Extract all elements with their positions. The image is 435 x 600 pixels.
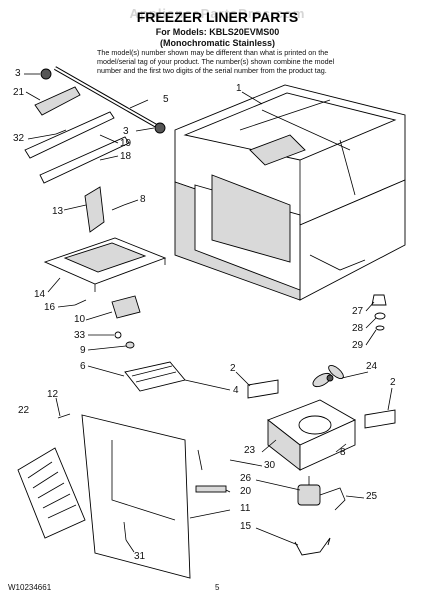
callout-2-right: 2 [390, 377, 396, 388]
callout-8-upper: 8 [140, 194, 146, 205]
screw-part-c [74, 299, 87, 306]
lamp-housing-part [111, 295, 141, 319]
drawer-frame-part [43, 237, 167, 292]
washer-part [375, 325, 385, 331]
screw-part-b [111, 204, 125, 211]
callout-16: 16 [44, 302, 56, 313]
gear-part-b [154, 122, 166, 134]
rail-rod-part [54, 66, 161, 130]
screw-part-d [57, 413, 71, 419]
fan-housing-part [267, 399, 356, 471]
callout-4: 4 [233, 385, 239, 396]
callout-1: 1 [236, 83, 242, 94]
insulation-strip-part [195, 485, 227, 493]
motor-bracket-part [294, 537, 331, 556]
fan-blade-part [312, 365, 344, 388]
model-note: The model(s) number shown may be differe… [97, 48, 379, 75]
screw-part-a [55, 129, 67, 135]
damper-knob-part [371, 294, 387, 306]
callout-8-lower: 8 [340, 447, 346, 458]
callout-21: 21 [13, 87, 25, 98]
callout-12: 12 [47, 389, 59, 400]
fan-motor-part [297, 476, 346, 511]
lower-slide-rail-part [39, 136, 130, 184]
callout-30: 30 [264, 460, 276, 471]
callout-24: 24 [366, 361, 378, 372]
lamp-socket-part [114, 331, 122, 339]
page-title: FREEZER LINER PARTS [136, 9, 299, 25]
callout-28: 28 [352, 323, 364, 334]
drain-tube-part [197, 449, 203, 471]
callout-27: 27 [352, 306, 364, 317]
callout-23: 23 [244, 445, 256, 456]
callout-22: 22 [18, 405, 30, 416]
callout-25: 25 [366, 491, 378, 502]
callout-10: 10 [74, 314, 86, 325]
model-number-line: For Models: KBLS20EVMS00 [155, 27, 280, 37]
callout-13: 13 [52, 206, 64, 217]
slide-bracket-part [34, 86, 81, 116]
callout-2-left: 2 [230, 363, 236, 374]
rear-panel-part [81, 414, 191, 579]
callout-18: 18 [120, 151, 132, 162]
lamp-cover-part [124, 361, 186, 392]
callout-3-right: 3 [123, 126, 129, 137]
model-info: For Models: KBLS20EVMS00 (Monochromatic … [0, 27, 435, 49]
callout-9: 9 [80, 345, 86, 356]
note-line-2: model/serial tag of your product. The nu… [97, 57, 335, 66]
callout-6: 6 [80, 361, 86, 372]
model-finish-line: (Monochromatic Stainless) [159, 38, 276, 48]
foam-tape-part-b [364, 409, 396, 429]
callout-14: 14 [34, 289, 46, 300]
callout-33: 33 [74, 330, 86, 341]
leader-lines [24, 73, 393, 553]
callout-32: 32 [13, 133, 25, 144]
callout-29: 29 [352, 340, 364, 351]
callout-20: 20 [240, 486, 252, 497]
callout-19: 19 [120, 138, 132, 149]
slide-rail-part [24, 111, 115, 159]
watermark: AppliancePartsPros.com [129, 6, 306, 21]
note-line-1: The model(s) number shown may be differe… [97, 48, 329, 57]
freezer-liner-part [174, 84, 406, 301]
callout-26: 26 [240, 473, 252, 484]
callout-5: 5 [163, 94, 169, 105]
mount-bracket-part [84, 186, 105, 233]
note-line-3: number and the first two digits of the s… [97, 66, 327, 75]
light-bulb-part [125, 341, 135, 349]
callout-31: 31 [134, 551, 146, 562]
gear-part-a [40, 68, 52, 80]
callout-11: 11 [240, 503, 251, 514]
grille-part [17, 447, 86, 539]
callout-15: 15 [240, 521, 252, 532]
screw-part-e [123, 521, 127, 541]
spacer-part [374, 312, 386, 320]
page-number: 5 [215, 583, 220, 592]
callout-3-top: 3 [15, 68, 21, 79]
document-number: W10234661 [8, 583, 52, 592]
foam-tape-part-a [247, 379, 279, 399]
